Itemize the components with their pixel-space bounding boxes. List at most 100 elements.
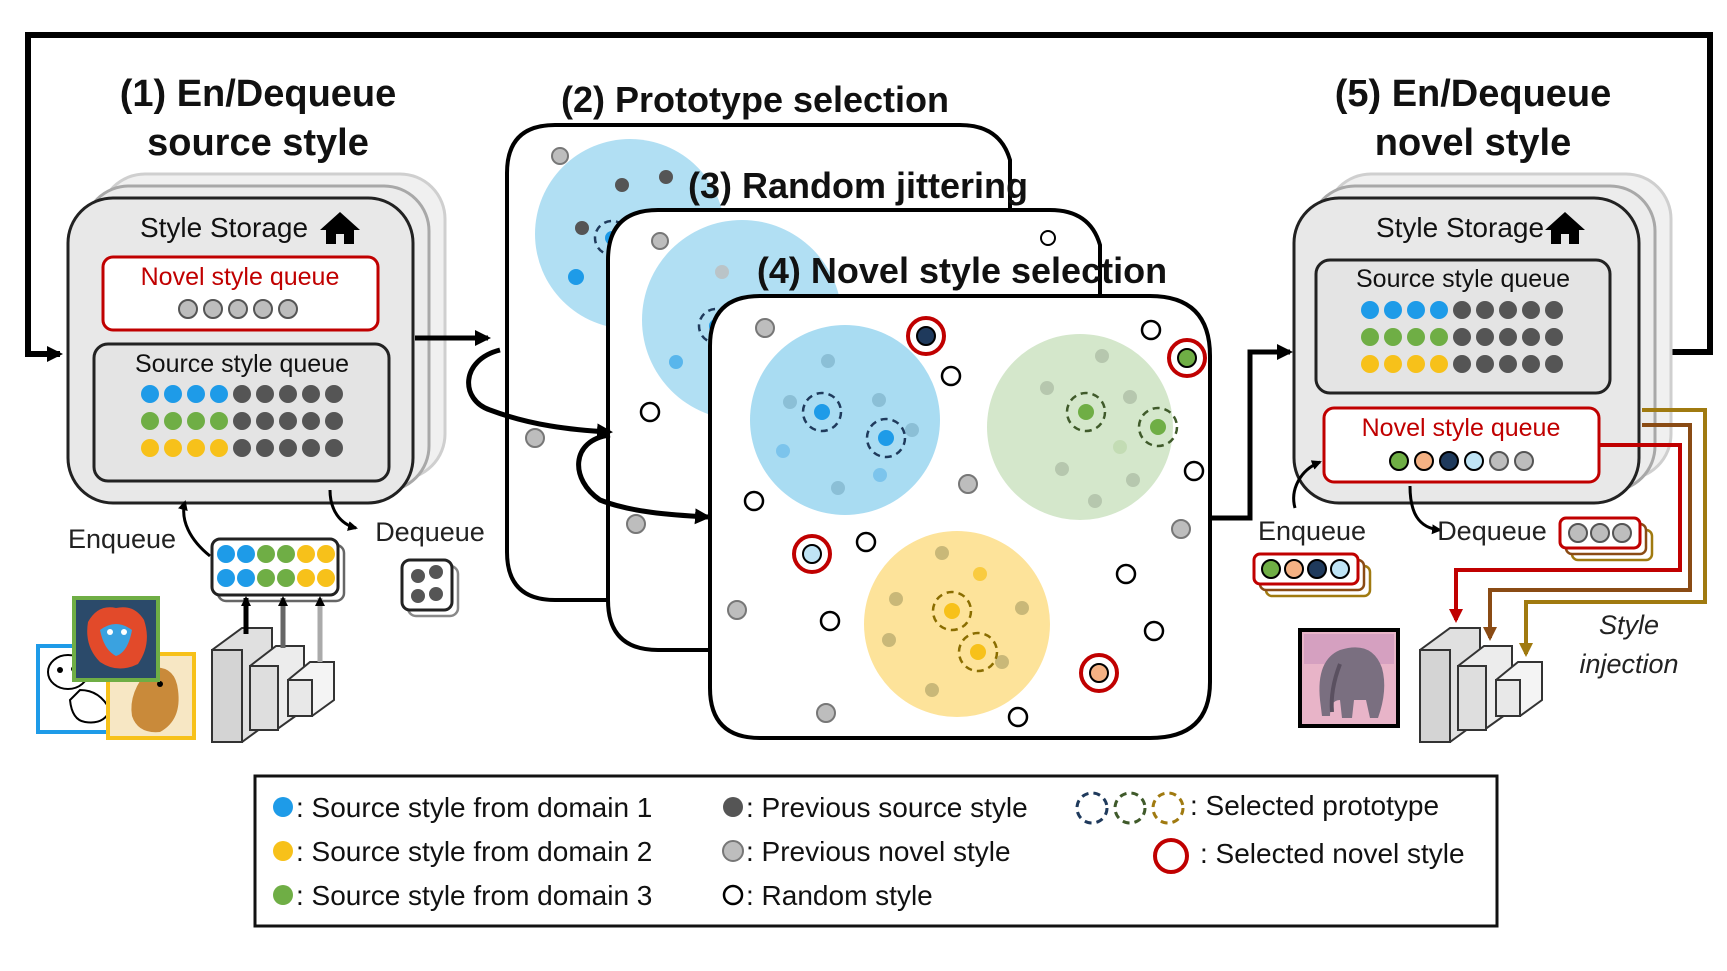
left-enqueue-box [210, 537, 346, 603]
queue-dot [141, 439, 159, 457]
legend-selected-prototype: : Selected prototype [1190, 790, 1439, 821]
left-novel-queue-dots [178, 299, 298, 319]
queue-dot [210, 385, 228, 403]
queue-dot [1407, 301, 1425, 319]
queue-dot [1476, 355, 1494, 373]
style-injection-line2: injection [1579, 649, 1678, 679]
enqueue-dot [217, 545, 235, 563]
left-dequeue-label: Dequeue [375, 517, 485, 547]
queue-dot [1476, 328, 1494, 346]
right-source-queue-label: Source style queue [1356, 265, 1570, 293]
right-enqueue-stack [1252, 552, 1372, 598]
legend: : Source style from domain 1 : Source st… [253, 774, 1499, 928]
queue-dot [1430, 328, 1448, 346]
left-encoder-icon [211, 596, 335, 743]
queue-dot [187, 385, 205, 403]
right-source-queue-dots [1361, 301, 1563, 373]
queue-dot [1384, 301, 1402, 319]
queue-dot [141, 385, 159, 403]
dequeue-box-icon [400, 558, 460, 618]
legend-prev-novel: : Previous novel style [746, 836, 1011, 867]
queue-dot [164, 412, 182, 430]
queue-dot [164, 439, 182, 457]
enqueue-dot [317, 545, 335, 563]
queue-dot [325, 412, 343, 430]
queue-dot [1384, 328, 1402, 346]
step5-title-line2: novel style [1375, 122, 1571, 164]
queue-dot [1430, 301, 1448, 319]
queue-dot [141, 412, 159, 430]
right-dequeue-stack [1558, 516, 1654, 562]
left-style-storage: Style Storage Novel style queue Source s… [66, 172, 447, 505]
left-source-queue-label: Source style queue [135, 350, 349, 378]
queue-dot [210, 439, 228, 457]
right-style-storage: Style Storage Source style queue Novel s… [1292, 172, 1673, 505]
enqueue-dot [317, 569, 335, 587]
queue-dot [1499, 328, 1517, 346]
right-dequeue-label: Dequeue [1437, 516, 1547, 546]
enqueue-dot [277, 545, 295, 563]
queue-dot [1407, 355, 1425, 373]
step2-title: (2) Prototype selection [561, 79, 949, 120]
step1-title-line2: source style [147, 122, 369, 164]
queue-dot [256, 412, 274, 430]
right-storage-title: Style Storage [1376, 212, 1544, 243]
source-images [36, 596, 196, 740]
queue-dot [256, 385, 274, 403]
queue-dot [325, 439, 343, 457]
queue-dot [1430, 355, 1448, 373]
enqueue-dot [237, 545, 255, 563]
queue-dot [1545, 301, 1563, 319]
queue-dot [302, 412, 320, 430]
panel-novel-style-selection: (4) Novel style selection [708, 250, 1212, 740]
queue-dot [1384, 355, 1402, 373]
queue-dot [1522, 301, 1540, 319]
right-enqueue-label: Enqueue [1258, 516, 1366, 546]
house-icon [320, 212, 360, 244]
enqueue-dot [277, 569, 295, 587]
style-injection-line1: Style [1599, 610, 1659, 640]
queue-dot [279, 439, 297, 457]
queue-dot [187, 439, 205, 457]
elephant-image [1298, 628, 1400, 728]
queue-dot [279, 412, 297, 430]
left-storage-title: Style Storage [140, 212, 308, 243]
step3-title: (3) Random jittering [688, 165, 1028, 206]
left-enqueue-label: Enqueue [68, 524, 176, 554]
enqueue-dot [257, 545, 275, 563]
queue-dot [302, 385, 320, 403]
legend-domain1: : Source style from domain 1 [296, 792, 652, 823]
legend-domain2: : Source style from domain 2 [296, 836, 652, 867]
legend-random: : Random style [746, 880, 933, 911]
queue-dot [164, 385, 182, 403]
enqueue-dot [217, 569, 235, 587]
queue-dot [1522, 328, 1540, 346]
queue-dot [187, 412, 205, 430]
legend-domain3: : Source style from domain 3 [296, 880, 652, 911]
queue-dot [1361, 301, 1379, 319]
legend-prev-source: : Previous source style [746, 792, 1028, 823]
step1-title-line1: (1) En/Dequeue [120, 73, 397, 115]
right-novel-queue-dots [1389, 451, 1534, 471]
queue-dot [233, 412, 251, 430]
queue-dot [1453, 328, 1471, 346]
enqueue-dot [257, 569, 275, 587]
queue-dot [325, 385, 343, 403]
queue-dot [210, 412, 228, 430]
queue-dot [1545, 355, 1563, 373]
queue-dot [1545, 328, 1563, 346]
legend-selected-novel: : Selected novel style [1200, 838, 1465, 869]
feedback-loop [25, 32, 1713, 362]
queue-dot [233, 385, 251, 403]
left-novel-queue [101, 255, 380, 332]
queue-dot [1453, 355, 1471, 373]
queue-dot [1499, 355, 1517, 373]
queue-dot [233, 439, 251, 457]
step4-title: (4) Novel style selection [757, 250, 1167, 291]
queue-dot [256, 439, 274, 457]
right-novel-queue-label: Novel style queue [1362, 414, 1561, 442]
enqueue-dot [297, 545, 315, 563]
left-novel-queue-label: Novel style queue [141, 263, 340, 291]
enqueue-dot [297, 569, 315, 587]
